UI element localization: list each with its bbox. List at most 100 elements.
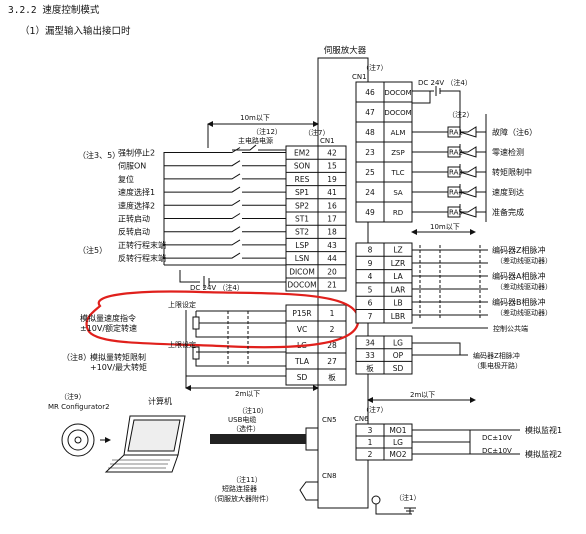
short-connector-icon — [299, 481, 318, 501]
monitor2-label: 模拟监视2 — [525, 449, 562, 459]
cn8-label: CN8 — [322, 472, 337, 480]
note1-label: （注1） — [395, 493, 420, 502]
analog-pin-num: 2 — [330, 325, 335, 334]
encoder-pin-num: 7 — [368, 312, 373, 321]
note9-label: （注9） — [60, 392, 85, 401]
left-signal: 反转启动 — [118, 227, 150, 237]
dc24v-top-label: DC 24V （注4） — [418, 78, 472, 87]
note10-label: （注10） — [238, 406, 268, 415]
left-signal: 速度选择2 — [118, 200, 155, 210]
note5-label: （注5） — [78, 245, 107, 255]
control-common-label: 控制公共端 — [493, 324, 528, 333]
left-pin-num: 17 — [327, 215, 337, 224]
left-pin-num: 20 — [327, 267, 337, 276]
cn1-left-name: CN1 — [320, 137, 335, 145]
left-signal: 正转启动 — [118, 214, 150, 224]
encoder-output-l1: 编码器B相脉冲 — [492, 297, 546, 307]
left-pin-name: LSN — [295, 254, 310, 263]
left-pin-num: 15 — [327, 162, 337, 171]
encoder-output-l1: 编码器Z相脉冲 — [492, 245, 545, 255]
left-pin-name: SON — [294, 162, 310, 171]
cd-icon — [61, 423, 95, 457]
encoder-pin-num: 6 — [368, 299, 373, 308]
cn6-pin-num: 1 — [368, 438, 373, 447]
left-signal: 反转行程末端 — [118, 253, 166, 263]
right-pin-num: 47 — [365, 108, 375, 117]
analog-pin-name: VC — [297, 325, 307, 334]
left-pin-name: SP2 — [295, 201, 309, 210]
note2-label: （注2） — [448, 110, 473, 119]
analog-pin-name: P15R — [292, 309, 311, 318]
computer-label: 计算机 — [148, 396, 172, 406]
relay-label: RA1 — [449, 129, 463, 137]
note3-5-label: （注3、5） — [78, 150, 120, 160]
encoder-output-l1: 编码器A相脉冲 — [492, 271, 545, 281]
cn1-top-note: （注7） — [362, 63, 387, 72]
left-signal: 复位 — [118, 174, 134, 184]
short-connector-label: 短路连接器 — [222, 484, 257, 493]
main-power-label: 主电路电源 — [238, 136, 273, 145]
cn1-top-name: CN1 — [352, 73, 367, 81]
encoder-pin-num: 板 — [366, 363, 374, 373]
usb-optional-label: （选件） — [232, 424, 260, 433]
short-connector-sub: （伺服放大器附件） — [210, 494, 273, 503]
encoder-z-oc-sub: （集电极开路） — [473, 361, 522, 370]
encoder-output-labels: 编码器Z相脉冲（差动线驱动器）编码器A相脉冲（差动线驱动器）编码器B相脉冲（差动… — [412, 245, 552, 317]
dim-10m-right-label: 10m以下 — [430, 223, 460, 231]
relay-label: RA5 — [449, 209, 463, 217]
right-pin-name: ALM — [391, 129, 406, 137]
encoder-pin-name: SD — [393, 364, 404, 373]
cn6-pin-name: MO1 — [389, 426, 406, 435]
left-pin-num: 44 — [327, 254, 337, 263]
dc10v-2: DC±10V — [482, 447, 512, 455]
encoder-pin-name: LBR — [391, 312, 406, 321]
left-signal: 速度选择1 — [118, 187, 155, 197]
right-pin-num: 23 — [365, 148, 375, 157]
dim-10m-left-label: 10m以下 — [240, 114, 270, 122]
analog-pin-name: TLA — [294, 357, 310, 366]
right-pin-num: 46 — [365, 88, 375, 97]
dc10v-1: DC±10V — [482, 434, 512, 442]
encoder-z-oc: 编码器Z相脉冲 — [473, 351, 520, 360]
analog-torque-range: +10V/最大转矩 — [90, 362, 147, 372]
encoder-pin-name: LA — [393, 272, 403, 281]
left-pin-name: DOCOM — [287, 281, 316, 290]
left-pin-name: SP1 — [295, 188, 309, 197]
encoder-pin-num: 33 — [365, 351, 375, 360]
analog-pin-name: SD — [297, 373, 308, 382]
analog-speed-cmd: 模拟量速度指令 — [80, 313, 136, 323]
encoder-output-l2: （差动线驱动器） — [496, 282, 552, 291]
left-pin-name: ST1 — [295, 215, 309, 224]
cn6-note: （注7） — [362, 405, 387, 414]
left-pin-name: DICOM — [289, 267, 315, 276]
right-output: 转矩限制中 — [492, 167, 532, 177]
left-signal: 伺服ON — [118, 161, 146, 171]
right-output: 零速检测 — [492, 147, 524, 157]
encoder-pin-num: 9 — [368, 259, 373, 268]
left-pin-num: 19 — [327, 175, 337, 184]
analog-pin-num: 28 — [327, 341, 337, 350]
amp-title: 伺服放大器 — [324, 45, 367, 56]
analog-wiring — [185, 310, 286, 388]
right-pin-num: 49 — [365, 208, 375, 217]
left-pin-name: RES — [295, 175, 310, 184]
cn6-pin-num: 2 — [368, 450, 373, 459]
left-pin-name: LSP — [295, 241, 309, 250]
dim-2m-left-label: 2m以下 — [235, 390, 260, 398]
analog-pin-num: 27 — [327, 357, 337, 366]
left-pin-name: EM2 — [294, 149, 310, 158]
left-pin-num: 42 — [327, 149, 337, 158]
left-signal-labels: 强制停止2伺服ON复位速度选择1速度选择2正转启动反转启动正转行程末端反转行程末… — [118, 148, 166, 264]
cn1-left-note: （注7） — [304, 128, 329, 137]
right-pin-num: 25 — [365, 168, 375, 177]
cn6-name: CN6 — [354, 415, 369, 423]
usb-cable-icon — [210, 434, 306, 444]
right-output: 速度到达 — [492, 187, 524, 197]
encoder-pin-name: LZ — [393, 246, 402, 255]
cn6-pin-name: MO2 — [389, 450, 406, 459]
